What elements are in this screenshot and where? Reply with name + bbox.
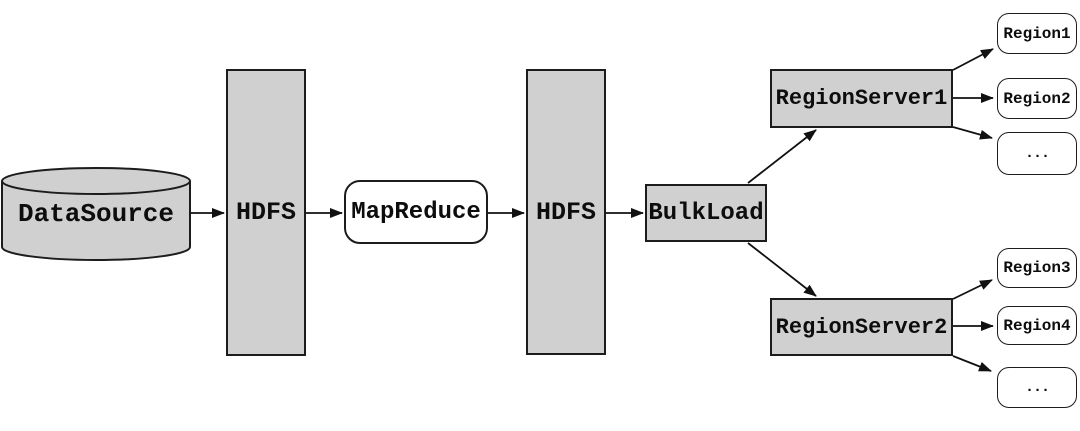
edge-bulkload-regionserver1-arrow [747, 129, 817, 184]
node-region3: Region3 [997, 248, 1077, 288]
node-mapreduce: MapReduce [344, 180, 488, 244]
node-hdfs-2: HDFS [526, 69, 606, 355]
datasource-cylinder-shape [1, 167, 191, 261]
node-ellipsis-1: ... [997, 132, 1077, 175]
node-datasource: DataSource [17, 198, 175, 229]
node-ellipsis-2: ... [997, 367, 1077, 408]
edge-regionserver2-region3-arrow [952, 279, 993, 300]
node-region1: Region1 [997, 13, 1077, 54]
node-regionserver1: RegionServer1 [770, 69, 953, 128]
edge-bulkload-regionserver2-arrow [747, 242, 817, 297]
node-hdfs-1: HDFS [226, 69, 306, 356]
edge-regionserver1-ellipsis1-arrow [952, 126, 993, 140]
edge-regionserver1-region1-arrow [952, 48, 994, 71]
node-region4: Region4 [997, 306, 1077, 345]
node-region2: Region2 [997, 78, 1077, 119]
edge-regionserver2-ellipsis2-arrow [952, 355, 992, 372]
node-regionserver2: RegionServer2 [770, 298, 953, 356]
node-bulkload: BulkLoad [645, 184, 767, 242]
